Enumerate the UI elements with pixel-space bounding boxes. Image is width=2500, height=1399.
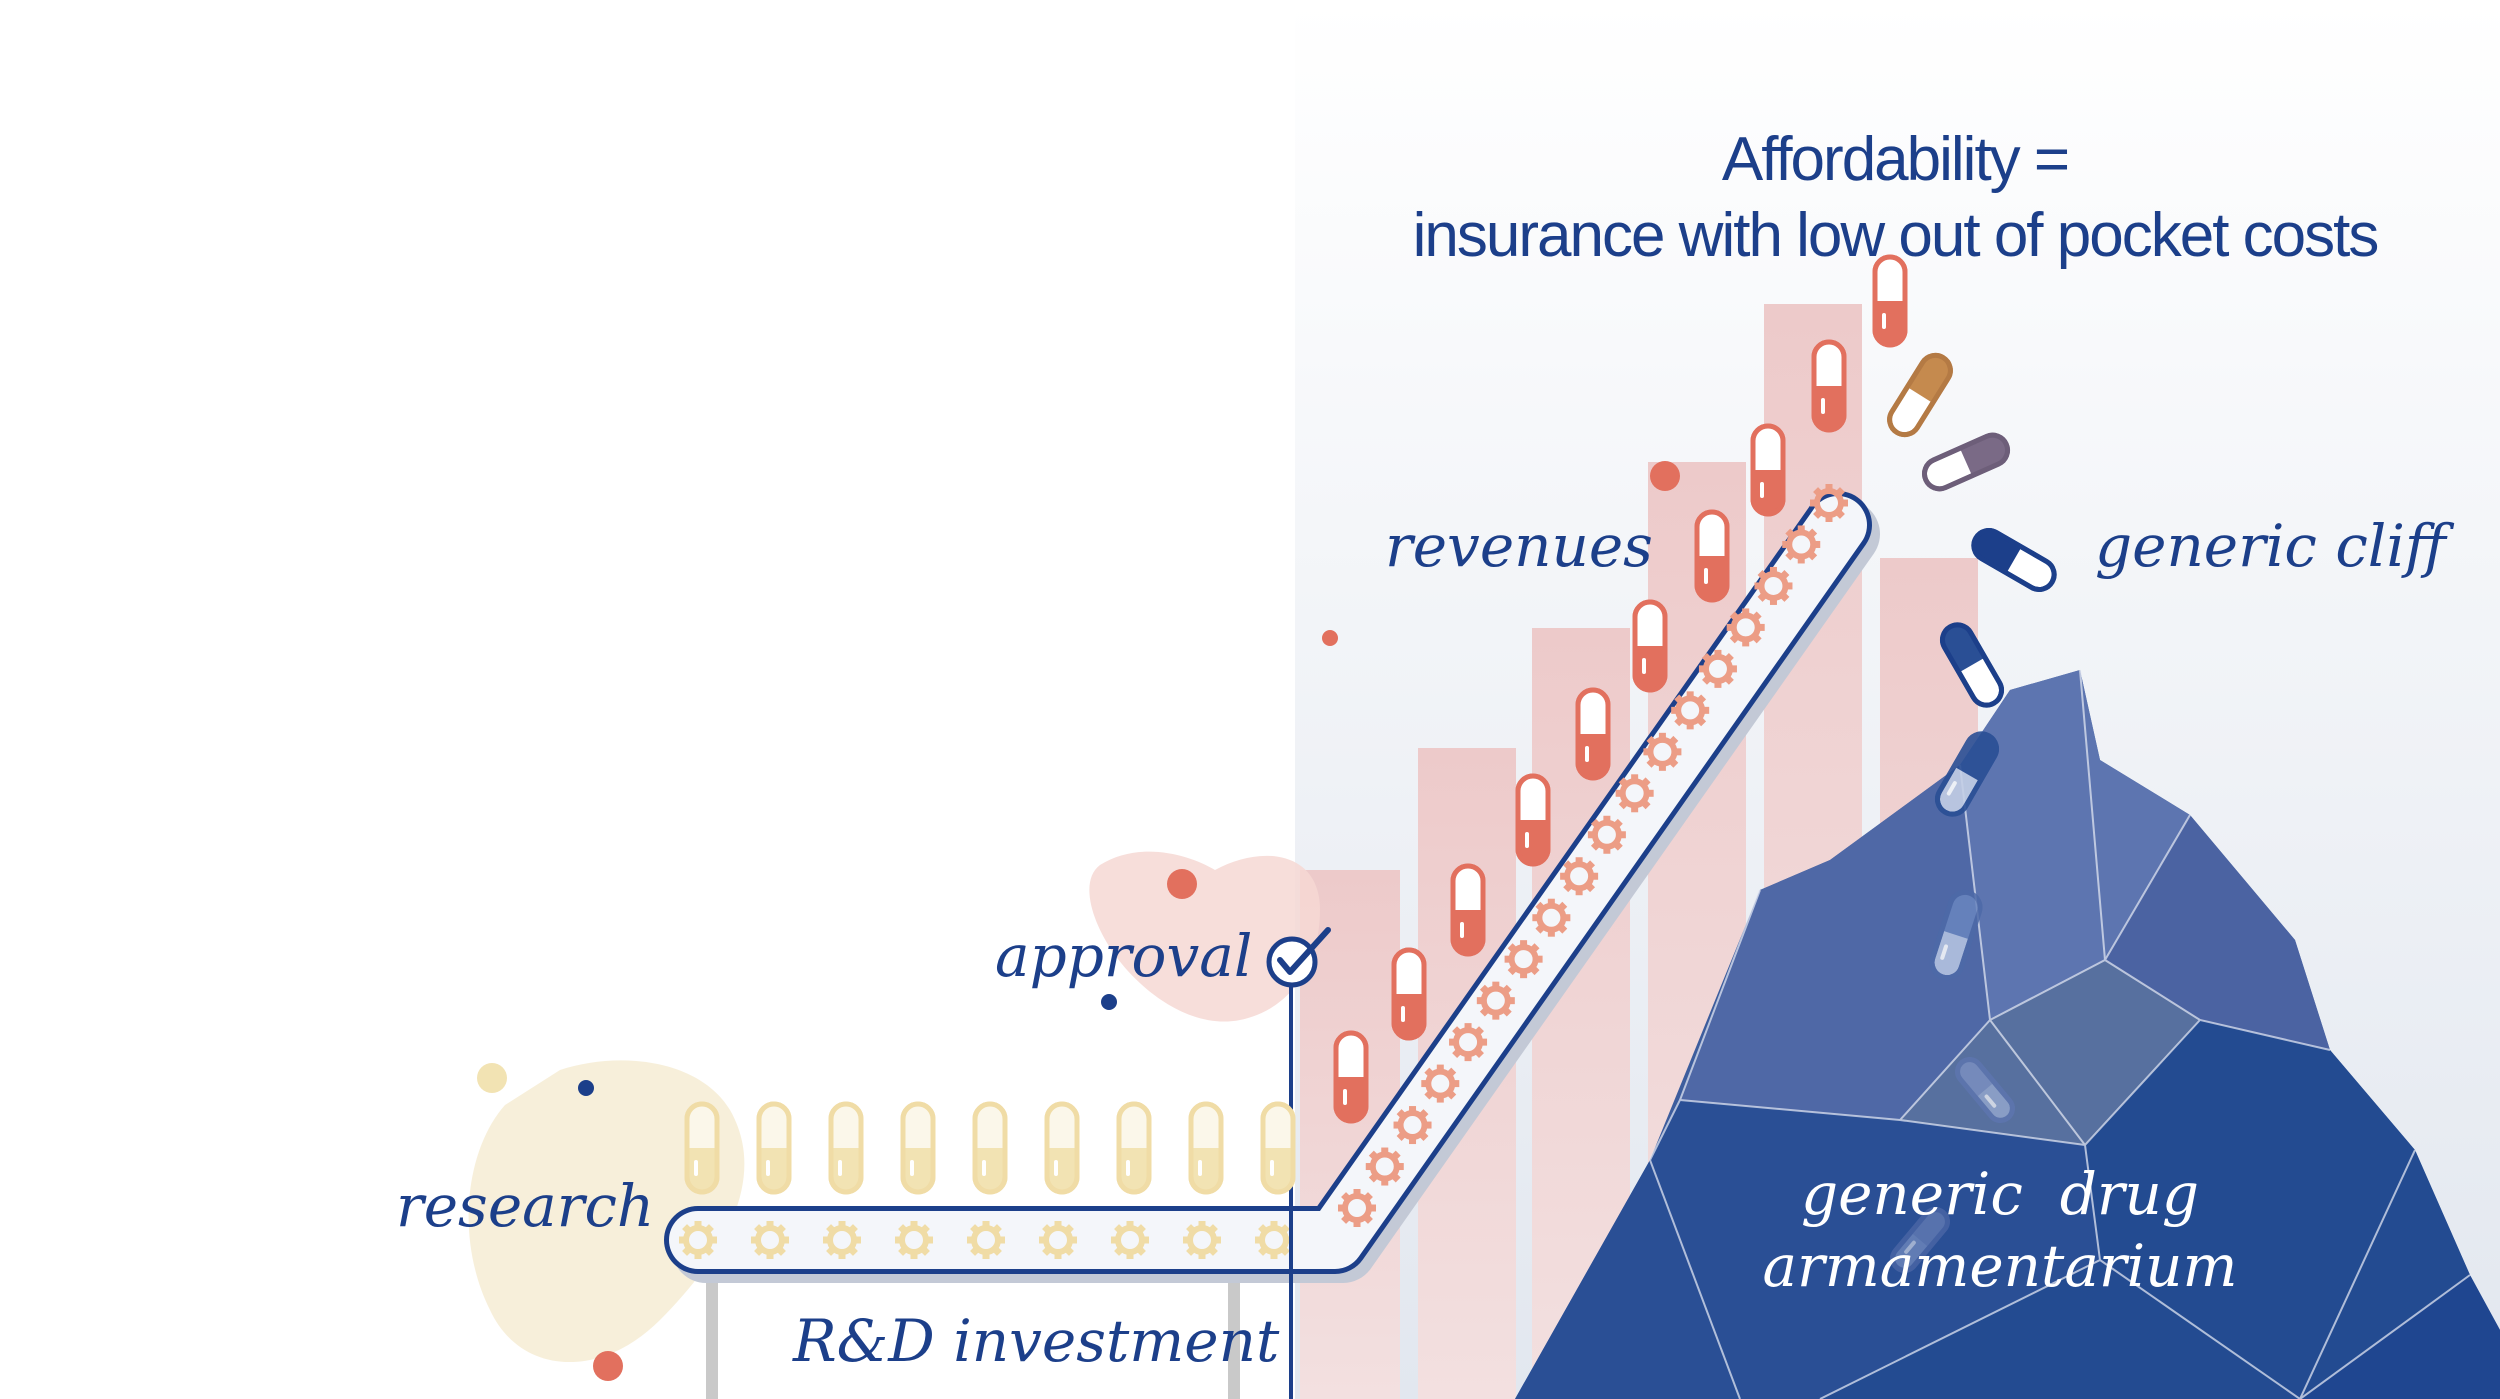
capsule-icon [1971,528,2057,592]
capsule-icon [1333,1030,1369,1124]
revenues-label: revenues [1385,512,1653,580]
capsule-icon [1922,432,2010,492]
decor-dot [477,1063,507,1093]
generic-drug-mountain [1515,669,2500,1399]
capsule-icon [1890,1207,1950,1273]
capsule-icon [828,1101,864,1195]
gear-icon [1615,774,1654,813]
generic-drug-line1: generic drug [1800,1160,2200,1228]
gear-icon [1726,608,1765,647]
gear-icon [1449,1023,1488,1062]
gear-icon [1532,898,1571,937]
gear-icon [1643,732,1682,771]
capsule-icon [1450,863,1486,957]
generic-cliff-label: generic cliff [2095,512,2447,580]
affordability-headline: Affordability = insurance with low out o… [1290,122,2500,274]
research-label: research [396,1172,655,1240]
capsule-icon [1750,423,1786,517]
approval-label: approval [995,922,1253,990]
gear-icon [1393,1106,1432,1145]
gear-icon [1698,649,1737,688]
gear-icon [1111,1221,1149,1259]
decor-dot [593,1351,623,1381]
generic-drug-line2: armamentarium [1762,1232,2238,1300]
capsule-icon [900,1101,936,1195]
rd-investment-label: R&D investment [793,1307,1280,1375]
generic-drug-armamentarium-label: generic drug armamentarium [1740,1158,2260,1302]
capsule-icon [1811,339,1847,433]
gear-icon [823,1221,861,1259]
gear-icon [967,1221,1005,1259]
capsule-icon [1632,599,1668,693]
capsule-icon [1116,1101,1152,1195]
capsule-icon [1935,731,1999,817]
gear-icon [1421,1064,1460,1103]
capsule-icon [684,1101,720,1195]
headline-line2: insurance with low out of pocket costs [1412,201,2380,270]
capsule-icon [1940,622,2004,708]
decor-dot [1650,461,1680,491]
capsule-icon [1872,254,1908,348]
decor-dot [1101,994,1117,1010]
gear-icon [751,1221,789,1259]
capsule-icon [1955,1057,2015,1123]
capsule-icon [1188,1101,1224,1195]
capsule-icon [1929,889,1983,981]
gear-icon [1810,484,1848,522]
decor-dot [1167,869,1197,899]
gear-icon [1476,981,1515,1020]
capsule-icon [1694,509,1730,603]
capsule-icon [1887,352,1953,438]
capsule-icon [1391,947,1427,1041]
capsule-icon [1575,687,1611,781]
decor-dot [578,1080,594,1096]
gear-icon [1504,940,1543,979]
gear-icon [679,1221,717,1259]
approval-blob [1089,851,1320,1022]
gear-icon [1039,1221,1077,1259]
table-leg [1228,1270,1240,1399]
gear-icon [1671,691,1710,730]
research-blob [468,1060,745,1363]
gear-icon [1365,1147,1404,1186]
conveyor-belt [664,484,1880,1283]
gear-icon [1560,857,1599,896]
gear-icon [1782,525,1821,564]
gear-icon [1754,566,1793,605]
capsule-icon [756,1101,792,1195]
headline-line1: Affordability = [1721,125,2070,194]
checkmark-circle-icon [1266,927,1331,988]
decor-dot [1322,630,1338,646]
gear-icon [1183,1221,1221,1259]
gear-icon [895,1221,933,1259]
gear-icon [1587,815,1626,854]
table-leg [706,1270,718,1399]
gear-icon [1338,1189,1376,1227]
capsule-icon [1515,773,1551,867]
capsule-icon [1260,1101,1296,1195]
capsule-icon [972,1101,1008,1195]
capsule-icon [1044,1101,1080,1195]
